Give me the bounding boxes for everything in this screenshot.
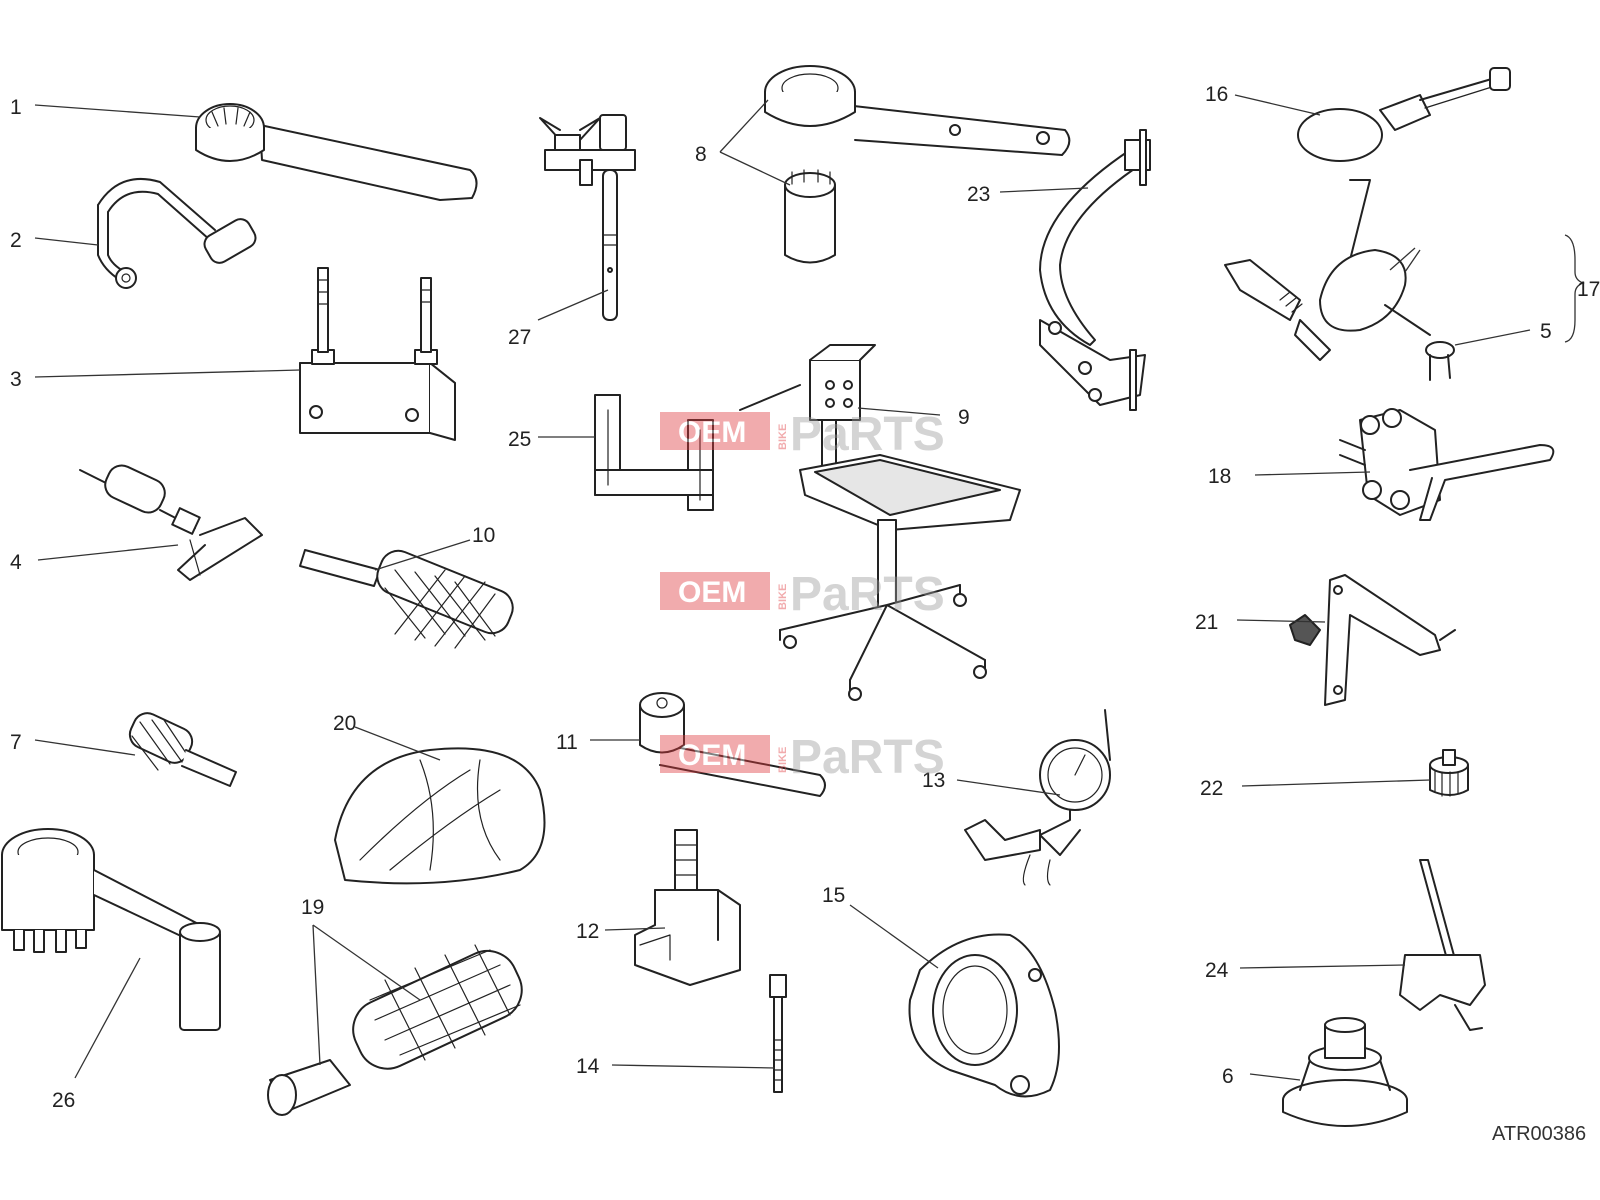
tool-19-knurled-handle-socket — [267, 944, 523, 1116]
callout-20: 20 — [333, 712, 356, 735]
callout-12: 12 — [576, 920, 599, 943]
tool-20-protective-bag — [334, 747, 546, 885]
watermark-1-word2: BIKE — [777, 424, 789, 450]
watermark-3-word1: OEM — [678, 739, 746, 772]
tool-11-socket-wrench — [639, 692, 826, 797]
callout-13: 13 — [922, 769, 945, 792]
watermark-2-word2: BIKE — [777, 584, 789, 610]
tool-7-knurled-pin — [128, 712, 237, 787]
watermark-2: OEM BIKE PaRTS — [660, 568, 945, 621]
tool-2-bent-pin-wrench — [97, 177, 257, 289]
tool-8-nut-wrench-socket — [764, 65, 1071, 264]
tool-24-rod-holder — [1399, 859, 1486, 1031]
tool-23-arc-bracket — [1039, 129, 1151, 411]
tool-25-frame-stand — [594, 394, 714, 511]
watermark-2-word1: OEM — [678, 576, 746, 609]
diagram-code: ATR00386 — [1492, 1123, 1586, 1145]
tool-27-wing-nut-tool — [539, 114, 636, 321]
tool-9-engine-stand — [739, 344, 1021, 701]
callout-7: 7 — [10, 731, 22, 754]
callout-numbers: 1 2 3 4 5 6 7 8 9 10 11 12 13 14 15 16 1… — [10, 83, 1600, 1112]
watermark-1: OEM BIKE PaRTS — [660, 408, 945, 461]
tool-17-flywheel-holder — [1224, 179, 1431, 361]
callout-18: 18 — [1208, 465, 1231, 488]
tool-21-l-bracket-knob — [1289, 574, 1456, 706]
tool-18-pinned-plate-tool — [1339, 408, 1555, 521]
watermark-3-word3: PaRTS — [790, 731, 945, 784]
callout-4: 4 — [10, 551, 22, 574]
callout-22: 22 — [1200, 777, 1223, 800]
tool-10-knurled-driver — [299, 549, 514, 649]
callout-21: 21 — [1195, 611, 1218, 634]
tool-15-notched-ring-plate — [908, 933, 1060, 1098]
tool-3-stud-plate — [299, 267, 456, 441]
callout-19: 19 — [301, 896, 324, 919]
watermark-1-word3: PaRTS — [790, 408, 945, 461]
callout-14: 14 — [576, 1055, 600, 1078]
tool-5-locating-pin — [1425, 341, 1455, 381]
tool-12-puller-body — [634, 829, 741, 986]
tool-1-ring-wrench — [195, 103, 478, 201]
tool-6-base-cup — [1282, 1017, 1408, 1127]
callout-17: 17 — [1577, 278, 1600, 301]
watermark-1-word1: OEM — [678, 416, 746, 449]
tool-26-crank-socket — [1, 828, 221, 1031]
tool-16-strap-wrench — [1297, 67, 1511, 162]
watermark-3-word2: BIKE — [777, 747, 789, 773]
callout-25: 25 — [508, 428, 531, 451]
tool-4-t-handle-puller — [79, 464, 263, 581]
callout-23: 23 — [967, 183, 990, 206]
callout-10: 10 — [472, 524, 495, 547]
callout-2: 2 — [10, 229, 22, 252]
watermark-3: OEM BIKE PaRTS — [660, 731, 945, 784]
callout-5: 5 — [1540, 320, 1552, 343]
callout-24: 24 — [1205, 959, 1229, 982]
callout-9: 9 — [958, 406, 970, 429]
callout-3: 3 — [10, 368, 22, 391]
tool-14-long-bolt — [769, 974, 787, 1093]
callout-15: 15 — [822, 884, 845, 907]
callout-16: 16 — [1205, 83, 1228, 106]
tool-22-knurled-nut — [1429, 749, 1469, 797]
callout-leaders — [34, 94, 1585, 1081]
callout-27: 27 — [508, 326, 531, 349]
watermark-2-word3: PaRTS — [790, 568, 945, 621]
callout-1: 1 — [10, 96, 22, 119]
callout-26: 26 — [52, 1089, 75, 1112]
callout-8: 8 — [695, 143, 707, 166]
callout-6: 6 — [1222, 1065, 1234, 1088]
callout-11: 11 — [556, 731, 578, 754]
tool-13-dial-gauge — [964, 709, 1111, 886]
